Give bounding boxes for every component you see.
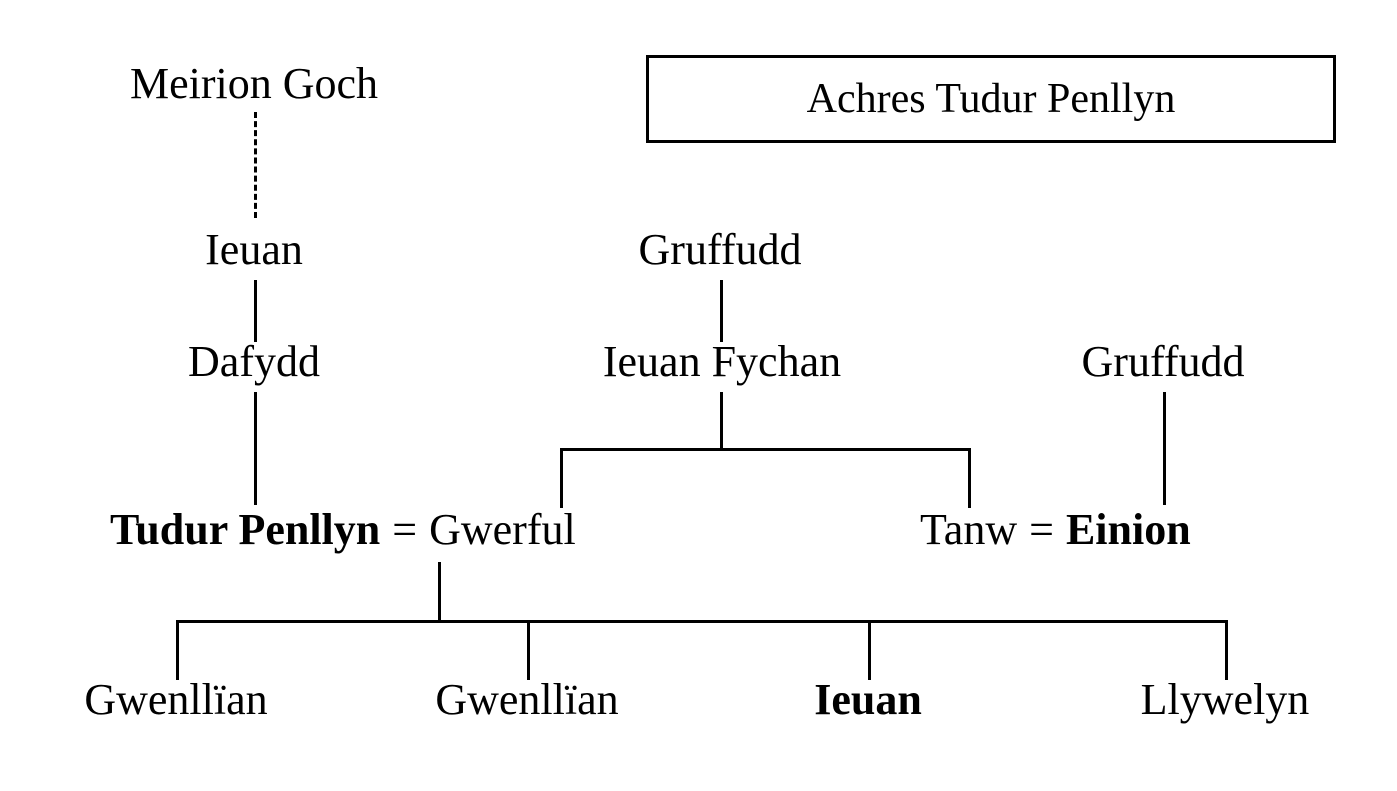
sibling-bar-ieuan-fychan-children: [560, 448, 970, 451]
diagram-title: Achres Tudur Penllyn: [806, 76, 1176, 122]
node-gwerful: Gwerful: [429, 505, 576, 554]
marriage-symbol-2: =: [1029, 505, 1054, 554]
node-meirion-goch: Meirion Goch: [129, 59, 379, 108]
node-gruffudd-right: Gruffudd: [1081, 337, 1245, 386]
node-tudur-penllyn: Tudur Penllyn: [110, 505, 381, 554]
link-bar-to-gwerful: [560, 448, 563, 508]
link-gruffudd-right-to-einion: [1163, 392, 1166, 505]
node-tanw: Tanw: [920, 505, 1018, 554]
link-bar-to-tanw: [968, 448, 971, 508]
node-child-gwenllian-2: Gwenllïan: [435, 675, 619, 724]
diagram-title-box: Achres Tudur Penllyn: [646, 55, 1336, 143]
node-child-llywelyn: Llywelyn: [1140, 675, 1310, 724]
link-gruffudd-to-ieuan-fychan: [720, 280, 723, 342]
node-child-ieuan: Ieuan: [814, 675, 922, 724]
link-meirion-goch-to-ieuan: [254, 112, 257, 218]
link-bar-to-child-1: [176, 620, 179, 680]
node-ieuan-left: Ieuan: [205, 225, 303, 274]
sibling-bar-tudur-children: [176, 620, 1225, 623]
link-ieuan-to-dafydd: [254, 280, 257, 342]
link-ieuan-fychan-stem: [720, 392, 723, 450]
couple-tudur-gwerful: Tudur Penllyn=Gwerful: [110, 508, 576, 552]
link-dafydd-to-tudur-penllyn: [254, 392, 257, 505]
link-bar-to-child-4: [1225, 620, 1228, 680]
link-bar-to-child-2: [527, 620, 530, 680]
marriage-symbol-1: =: [392, 505, 418, 554]
node-child-gwenllian-1: Gwenllïan: [84, 675, 268, 724]
link-bar-to-child-3: [868, 620, 871, 680]
node-ieuan-fychan: Ieuan Fychan: [602, 337, 842, 386]
link-tudur-gwerful-stem: [438, 562, 441, 622]
node-einion: Einion: [1065, 505, 1191, 554]
node-dafydd: Dafydd: [188, 337, 320, 386]
node-gruffudd-center: Gruffudd: [638, 225, 802, 274]
couple-tanw-einion: Tanw=Einion: [920, 508, 1191, 552]
